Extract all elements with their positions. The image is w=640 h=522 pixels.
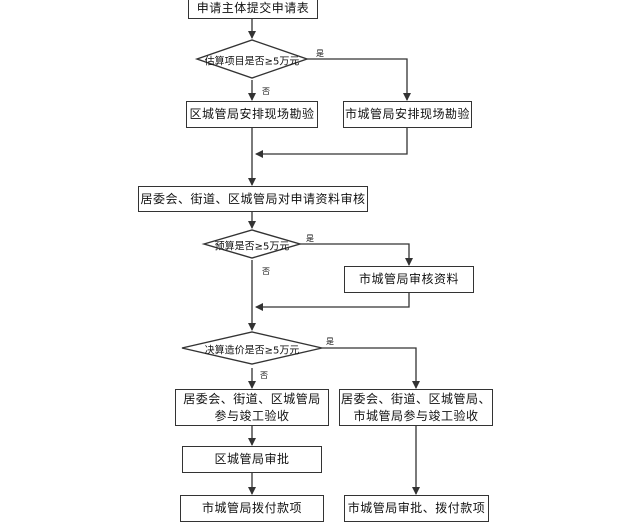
city-allocate-funds-box: 市城管局拨付款项 — [180, 495, 324, 522]
arrow-city-survey-merge — [255, 128, 408, 158]
city-acceptance-line-1: 居委会、街道、区城管局、 — [340, 391, 491, 406]
district-acceptance-line-2: 参与竣工验收 — [214, 408, 290, 423]
arrow-final-yes — [322, 347, 420, 389]
joint-review-box: 居委会、街道、区城管局对申请资料审核 — [138, 186, 368, 212]
decision-estimate-label: 估算项目是否≥5万元 — [204, 56, 300, 68]
city-approve-and-pay-box: 市城管局审批、拨付款项 — [344, 495, 489, 522]
estimate-no-label: 否 — [262, 87, 270, 96]
district-site-survey-box: 区城管局安排现场勘验 — [186, 101, 318, 128]
decision-budget-label: 预算是否≥5万元 — [214, 241, 290, 253]
budget-no-label: 否 — [262, 267, 270, 276]
final-no-label: 否 — [260, 371, 268, 380]
district-acceptance-box: 居委会、街道、区城管局 参与竣工验收 — [175, 389, 329, 426]
estimate-yes-label: 是 — [316, 49, 324, 58]
arrow-budget-yes — [300, 243, 413, 266]
decision-budget-diamond — [201, 229, 303, 259]
city-review-materials-box: 市城管局审核资料 — [344, 266, 474, 293]
city-acceptance-box: 居委会、街道、区城管局、 市城管局参与竣工验收 — [339, 389, 493, 426]
submit-application-box: 申请主体提交申请表 — [188, 0, 318, 19]
city-site-survey-box: 市城管局安排现场勘验 — [343, 101, 472, 128]
final-yes-label: 是 — [326, 337, 334, 346]
district-acceptance-line-1: 居委会、街道、区城管局 — [183, 391, 321, 406]
decision-final-account-diamond — [181, 331, 323, 365]
city-acceptance-line-2: 市城管局参与竣工验收 — [353, 408, 479, 423]
arrow-estimate-yes — [307, 58, 411, 101]
decision-final-account-label: 决算造价是否≥5万元 — [204, 345, 300, 357]
decision-estimate-diamond — [194, 39, 310, 79]
arrow-city-review-merge — [255, 293, 410, 311]
district-approval-box: 区城管局审批 — [182, 446, 322, 473]
budget-yes-label: 是 — [306, 234, 314, 243]
